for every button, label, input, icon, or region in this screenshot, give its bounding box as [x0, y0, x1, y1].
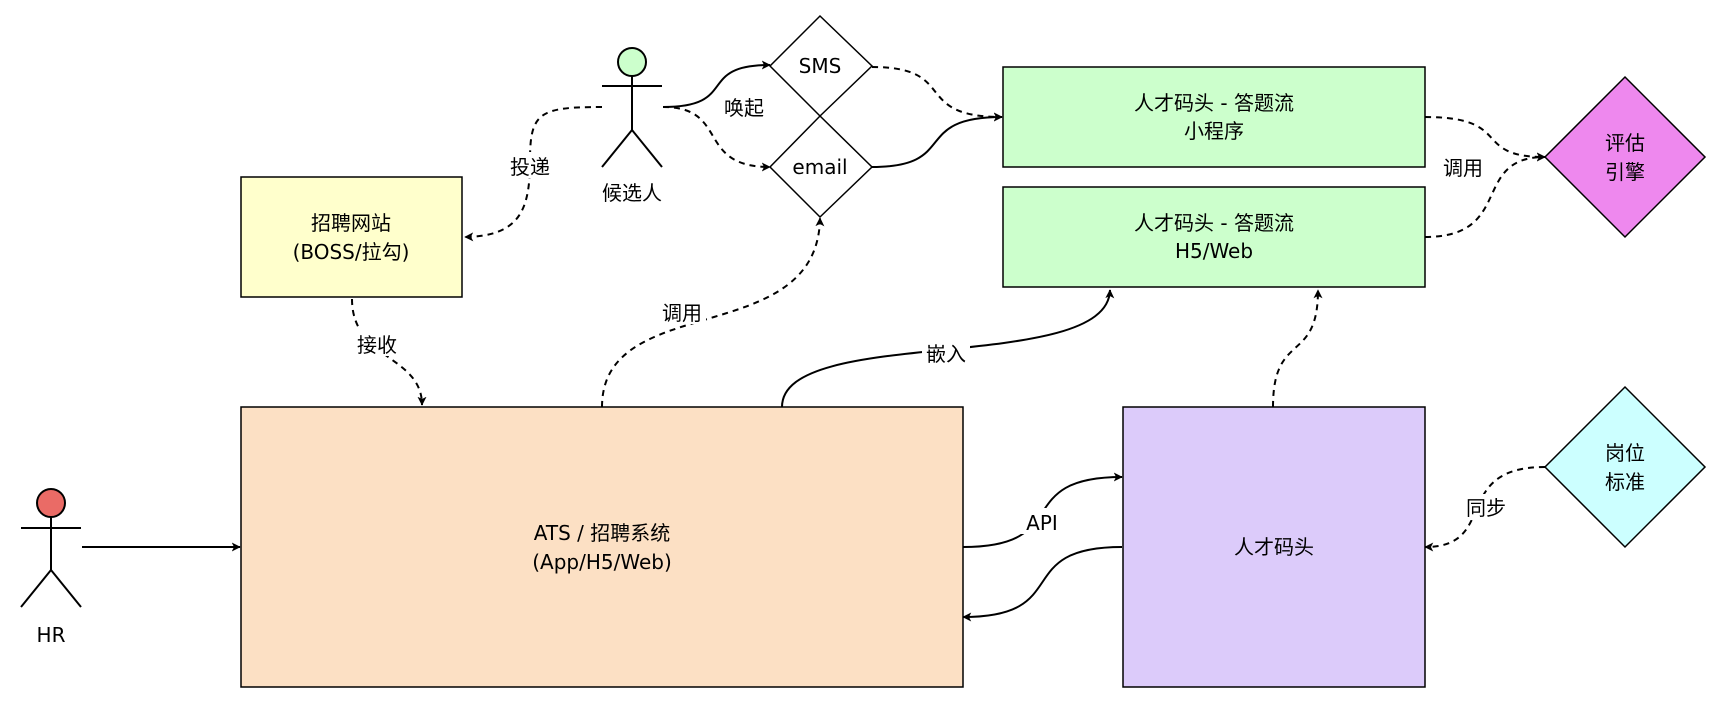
- h5web-shape: [1002, 186, 1426, 288]
- recruit-site-box: 招聘网站 (BOSS/拉勾): [240, 176, 463, 298]
- eval-engine-diamond: [1543, 75, 1707, 239]
- hr-head: [36, 488, 66, 518]
- ats-line1: ATS / 招聘系统: [534, 521, 671, 545]
- hr-label: HR: [37, 623, 66, 647]
- edge-h5web-to-eval-engine: [1424, 152, 1546, 238]
- edge-ats-to-email: [601, 217, 825, 408]
- hr-actor: HR: [20, 488, 82, 647]
- ats-box: ATS / 招聘系统 (App/H5/Web): [240, 406, 964, 688]
- edge-candidate-to-sms: [662, 60, 771, 108]
- email-diamond: [768, 114, 874, 219]
- edge-job-standard-to-talent-dock: [1424, 466, 1546, 552]
- talent-dock-shape: [1122, 406, 1426, 688]
- edge-label-deliver: 投递: [510, 155, 550, 179]
- h5web-line2: H5/Web: [1175, 239, 1253, 263]
- candidate-head: [617, 47, 647, 77]
- eval-engine-line1: 评估: [1605, 131, 1645, 155]
- candidate-label: 候选人: [602, 181, 662, 205]
- eval-engine-line2: 引擎: [1605, 160, 1645, 184]
- edge-talent-dock-to-ats: [962, 546, 1123, 622]
- miniapp-line2: 小程序: [1184, 119, 1244, 143]
- edge-sms-to-miniapp: [871, 66, 1003, 122]
- edge-label-sync: 同步: [1466, 496, 1506, 520]
- job-standard-line2: 标准: [1605, 470, 1645, 494]
- miniapp-answer-flow-box: 人才码头 - 答题流 小程序: [1002, 66, 1426, 168]
- email-node: email: [768, 114, 874, 219]
- eval-engine-node: 评估 引擎: [1543, 75, 1707, 239]
- edge-label-invoke-left: 调用: [662, 301, 702, 325]
- talent-dock-label: 人才码头: [1234, 535, 1314, 559]
- miniapp-line1: 人才码头 - 答题流: [1134, 91, 1294, 115]
- miniapp-shape: [1002, 66, 1426, 168]
- talent-dock-box: 人才码头: [1122, 406, 1426, 688]
- h5web-line1: 人才码头 - 答题流: [1134, 211, 1294, 235]
- edge-miniapp-to-eval-engine: [1424, 116, 1546, 162]
- edge-label-wake: 唤起: [724, 96, 764, 120]
- sms-node: SMS: [768, 14, 874, 118]
- ats-line2: (App/H5/Web): [532, 550, 672, 574]
- sms-label: SMS: [799, 54, 842, 78]
- edge-email-to-miniapp: [871, 112, 1003, 168]
- job-standard-node: 岗位 标准: [1543, 385, 1707, 549]
- job-standard-line1: 岗位: [1605, 441, 1645, 465]
- email-label: email: [792, 155, 847, 179]
- edge-label-receive: 接收: [357, 333, 397, 357]
- ats-shape: [240, 406, 964, 688]
- h5web-answer-flow-box: 人才码头 - 答题流 H5/Web: [1002, 186, 1426, 288]
- recruit-site-line1: 招聘网站: [311, 211, 391, 235]
- job-standard-diamond: [1543, 385, 1707, 549]
- recruit-site-shape: [240, 176, 463, 298]
- edge-recruit-site-to-ats: [351, 298, 427, 406]
- recruit-site-line2: (BOSS/拉勾): [293, 240, 410, 264]
- edge-talent-dock-to-h5web: [1272, 289, 1323, 408]
- candidate-actor: 候选人: [601, 47, 663, 205]
- edge-label-invoke-right: 调用: [1443, 156, 1483, 180]
- edge-label-embed: 嵌入: [926, 342, 966, 366]
- edge-label-api: API: [1026, 511, 1058, 535]
